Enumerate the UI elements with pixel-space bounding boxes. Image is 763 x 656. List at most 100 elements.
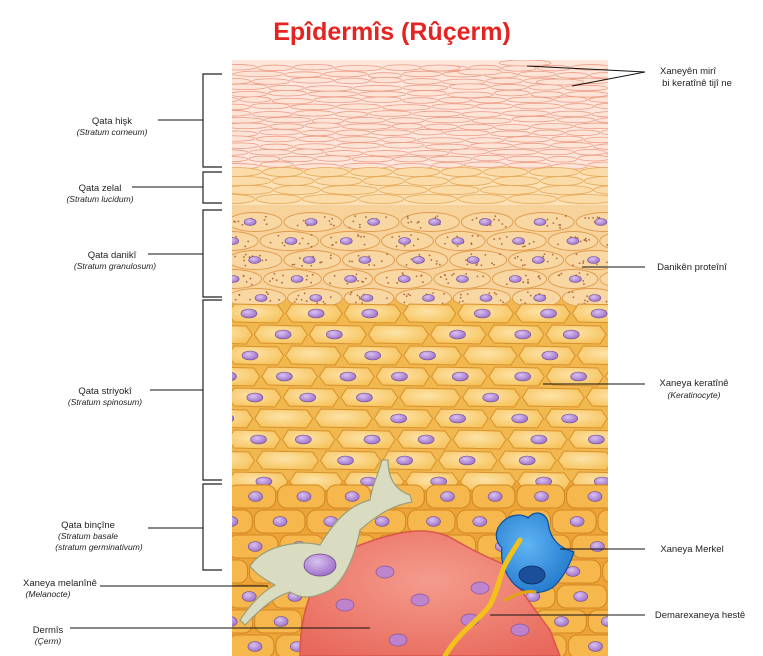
lucidum-cell (492, 176, 541, 186)
right-leader-lines (490, 65, 646, 616)
lucidum-cell (232, 176, 272, 186)
dead-cell (471, 117, 512, 124)
dead-cell (293, 143, 337, 150)
keratinocyte (232, 451, 256, 471)
dead-cell (292, 148, 325, 155)
dead-cell (250, 102, 290, 110)
basal-cell (232, 559, 249, 584)
granular-cell (263, 269, 322, 289)
granular-cell (232, 231, 259, 251)
label-stratum-spinosum: Qata striyokî (78, 386, 132, 397)
dead-cell (498, 60, 552, 67)
lucidum-cell (349, 167, 393, 177)
label-merkel-cell: Xaneya Merkel (660, 544, 723, 555)
lucidum-cell (404, 194, 458, 204)
dead-cell (493, 89, 531, 97)
granular-cell (232, 269, 263, 289)
dead-cell (577, 154, 608, 162)
dead-cell (232, 149, 249, 156)
sensory-nerve (442, 537, 523, 656)
basal-cell (551, 509, 597, 534)
lucidum-cell (232, 185, 274, 195)
dead-cell (358, 90, 407, 98)
dead-cell (232, 78, 251, 85)
keratinocyte (373, 408, 434, 429)
lucidum-cell (392, 167, 441, 177)
dead-cell (551, 135, 584, 143)
keratinocyte (545, 366, 605, 387)
dead-cell (505, 155, 547, 163)
dead-cell (458, 123, 494, 131)
dead-cell (506, 162, 551, 169)
dead-cell (506, 96, 554, 103)
lucidum-cell (457, 194, 508, 204)
dead-cell (258, 128, 301, 136)
dead-cell (232, 90, 268, 98)
dermis-nuclei (335, 565, 530, 647)
dead-cell (334, 77, 370, 85)
basal-cell (567, 634, 608, 656)
dead-cell (447, 91, 494, 98)
dead-cell (255, 135, 298, 143)
basal-cell (232, 484, 277, 509)
keratinocyte (429, 324, 487, 345)
dermis-nucleus (470, 581, 490, 595)
dead-cell (530, 91, 565, 98)
dead-cell (334, 111, 368, 118)
keratinocyte (285, 303, 343, 324)
dead-cell (557, 116, 596, 124)
dead-cell (444, 129, 490, 137)
dead-cell (518, 71, 557, 78)
basal-cell (597, 509, 608, 534)
lucidum-cell (314, 176, 363, 186)
layer-brackets (202, 73, 222, 571)
latin-stratum-spinosum: (Stratum spinosum) (68, 397, 142, 407)
dead-cell (485, 77, 524, 85)
basal-cell (326, 484, 372, 509)
label-stratum-corneum: Qata hişk (92, 116, 132, 127)
keratinocyte (367, 324, 430, 345)
granular-cell (374, 269, 433, 289)
dead-cell (314, 155, 352, 162)
keratinocyte (336, 429, 396, 450)
dead-cell (490, 84, 528, 91)
dead-cell (369, 76, 403, 84)
dead-cell (361, 96, 402, 103)
dead-cell (531, 123, 574, 130)
granular-cell (322, 269, 374, 289)
dead-cell (595, 117, 608, 124)
dead-cell (257, 64, 293, 72)
dead-cell (381, 104, 432, 111)
granular-cell (343, 288, 395, 308)
dead-cell (550, 110, 592, 118)
lucidum-cell (557, 194, 608, 204)
lucidum-cell (262, 167, 304, 177)
dead-cell (511, 115, 557, 123)
keratinocyte (614, 451, 672, 470)
keratinocyte (343, 303, 402, 324)
keratinocyte (434, 408, 489, 429)
lucidum-cell (507, 194, 558, 204)
dead-cell (472, 154, 506, 162)
dead-cell (233, 70, 284, 78)
dead-cell (381, 136, 417, 143)
dead-keratin-cells (232, 60, 647, 170)
granular-cell (342, 212, 400, 232)
keratinocyte (571, 303, 608, 324)
dead-cell (341, 123, 392, 130)
keratinocyte (232, 345, 285, 366)
latin-melanocyte: (Melanocte) (26, 589, 71, 599)
dead-cell (292, 63, 334, 71)
lucidum-cell (479, 185, 539, 195)
dead-cell (386, 117, 425, 124)
dead-cell (588, 72, 608, 79)
lucidum-cell (378, 185, 429, 195)
dead-cell (611, 156, 647, 162)
lucidum-cell (583, 176, 608, 186)
granular-cell (491, 269, 548, 289)
dead-cell (587, 96, 608, 103)
dead-cell (600, 129, 608, 136)
keratinocyte (498, 450, 557, 471)
dead-cell (232, 83, 269, 90)
dead-cell (363, 150, 410, 157)
